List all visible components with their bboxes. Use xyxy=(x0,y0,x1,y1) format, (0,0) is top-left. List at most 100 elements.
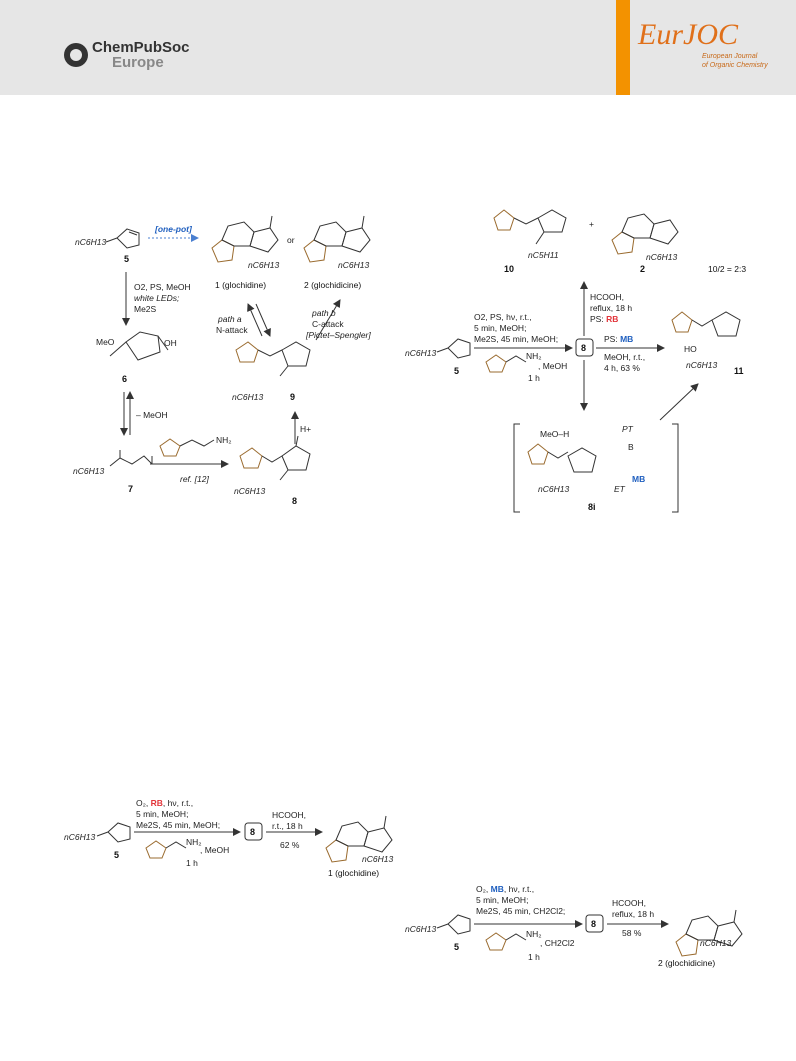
s1-compound-5: 5 xyxy=(124,254,129,264)
s1-oh-label: OH xyxy=(164,338,177,348)
scheme-4: nC6H13 5 O₂, MB, hν, r.t., 5 min, MeOH; … xyxy=(405,884,743,968)
structure-7 xyxy=(109,450,153,467)
arrow-path-b xyxy=(315,299,341,341)
s3-cond4: , MeOH xyxy=(200,845,229,855)
s2-cond3: Me2S, 45 min, MeOH; xyxy=(474,334,558,344)
one-pot-label: [one-pot] xyxy=(154,224,193,234)
publisher-region: Europe xyxy=(112,54,164,71)
s3-r5-label: nC6H13 xyxy=(64,832,95,842)
s4-compound-5: 5 xyxy=(454,942,459,952)
s1-cond2: white LEDs; xyxy=(134,293,180,303)
s1-n-attack: N-attack xyxy=(216,325,248,335)
s1-path-b: path b xyxy=(311,308,336,318)
glochidine-structure xyxy=(211,215,279,263)
s3-compound-8-box xyxy=(244,822,263,841)
s2-r2-label: nC6H13 xyxy=(646,252,677,262)
s3-r1-label: nC6H13 xyxy=(362,854,393,864)
s2-meoh-h: MeO–H xyxy=(540,429,569,439)
journal-sub1: European Journal xyxy=(702,53,758,60)
s4-nh2: NH₂ xyxy=(526,929,542,939)
arrow-8i-to-11 xyxy=(659,383,699,421)
structure-8 xyxy=(239,435,311,481)
right-bracket xyxy=(672,423,679,513)
chempubsoc-icon xyxy=(64,43,88,67)
scheme-3: nC6H13 5 O₂, RB, hν, r.t., 5 min, MeOH; … xyxy=(64,798,393,878)
s3-cond5: 1 h xyxy=(186,858,198,868)
s1-meoh-loss: – MeOH xyxy=(136,410,168,420)
s3-product-1: 1 (glochidine) xyxy=(328,868,379,878)
s1-ref-label: ref. [12] xyxy=(180,474,209,484)
s1-hplus: H+ xyxy=(300,424,311,434)
s3-nh2: NH₂ xyxy=(186,837,202,847)
journal-logo: EurJOC xyxy=(638,18,738,51)
s2-cond4: , MeOH xyxy=(538,361,567,371)
histamine-structure-2 xyxy=(485,354,527,373)
scheme-1: nC6H13 5 [one-pot] O2, PS, MeOH white LE… xyxy=(73,215,371,506)
s3-cond2: 5 min, MeOH; xyxy=(136,809,188,819)
s4-glochidicine-structure xyxy=(675,909,743,957)
s2-ho: HO xyxy=(684,344,697,354)
s2-et: ET xyxy=(614,484,626,494)
page-header: ChemPubSoc Europe EurJOC European Journa… xyxy=(0,0,796,95)
s1-r7-label: nC6H13 xyxy=(73,466,104,476)
s1-meo-label: MeO xyxy=(96,337,115,347)
s4-r2-label: nC6H13 xyxy=(700,938,731,948)
left-bracket xyxy=(513,423,520,513)
furan-5c-structure xyxy=(96,822,131,843)
s2-r8i-label: nC6H13 xyxy=(538,484,569,494)
s2-b-label: B xyxy=(628,442,634,452)
s4-compound-8: 8 xyxy=(591,919,596,929)
s2-r5-label: nC6H13 xyxy=(405,348,436,358)
arrow-path-a-reverse xyxy=(255,303,271,337)
structure-9 xyxy=(235,341,311,377)
eurjoc-logo: EurJOC European Journal of Organic Chemi… xyxy=(616,0,796,95)
s1-compound-9: 9 xyxy=(290,392,295,402)
furan-5-structure xyxy=(105,228,140,249)
histamine-structure-4 xyxy=(485,932,527,951)
s2-r11-label: nC6H13 xyxy=(686,360,717,370)
s2-ratio: 10/2 = 2:3 xyxy=(708,264,746,274)
s3-yield: 62 % xyxy=(280,840,300,850)
s2-plus: + xyxy=(589,219,594,229)
s3-cond1: O₂, RB, hν, r.t., xyxy=(136,798,193,808)
s1-compound-8: 8 xyxy=(292,496,297,506)
s1-r2-label: nC6H13 xyxy=(338,260,369,270)
furan-5d-structure xyxy=(436,914,471,935)
s2-compound-5: 5 xyxy=(454,366,459,376)
s2-pt: PT xyxy=(622,424,634,434)
s4-compound-8-box xyxy=(585,914,604,933)
journal-sub2: of Organic Chemistry xyxy=(702,62,768,69)
s2-cond2: 5 min, MeOH; xyxy=(474,323,526,333)
structure-11 xyxy=(671,311,741,337)
s3-compound-5: 5 xyxy=(114,850,119,860)
s3-cond6: HCOOH, xyxy=(272,810,306,820)
s4-cond6: HCOOH, xyxy=(612,898,646,908)
structure-10 xyxy=(493,209,567,245)
s1-cond3: Me2S xyxy=(134,304,157,314)
s2-compound-8: 8 xyxy=(581,343,586,353)
s1-pictet-spengler: [Pictet–Spengler] xyxy=(305,330,371,340)
structure-2b xyxy=(611,213,679,255)
s1-r8-label: nC6H13 xyxy=(234,486,265,496)
s1-or: or xyxy=(287,235,295,245)
s3-cond3: Me2S, 45 min, MeOH; xyxy=(136,820,220,830)
glochidicine-structure xyxy=(303,215,371,263)
s2-compound-8i: 8i xyxy=(588,502,596,512)
scheme-2: nC6H13 5 O2, PS, hν, r.t., 5 min, MeOH; … xyxy=(405,209,746,513)
s2-r10-label: nC5H11 xyxy=(528,250,559,260)
furan-5b-structure xyxy=(436,338,471,359)
s2-up2: reflux, 18 h xyxy=(590,303,632,313)
structure-6 xyxy=(109,331,169,361)
s2-right2: MeOH, r.t., xyxy=(604,352,645,362)
s1-nh2: NH₂ xyxy=(216,435,232,445)
orange-bar xyxy=(616,0,630,95)
s1-product-2: 2 (glochidicine) xyxy=(304,280,361,290)
s1-compound-6: 6 xyxy=(122,374,127,384)
s1-r5-label: nC6H13 xyxy=(75,237,106,247)
s2-cond5: 1 h xyxy=(528,373,540,383)
structure-8i xyxy=(527,443,597,473)
histamine-structure-1 xyxy=(159,438,215,457)
s1-r1-label: nC6H13 xyxy=(248,260,279,270)
s2-up1: HCOOH, xyxy=(590,292,624,302)
compound-8-box xyxy=(575,338,594,357)
